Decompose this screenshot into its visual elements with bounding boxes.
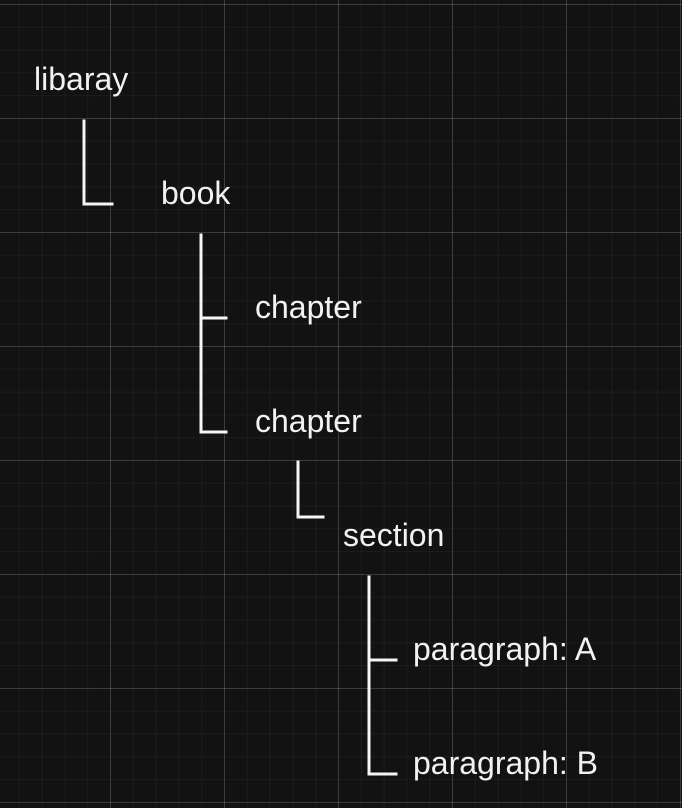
connector-book-chapter-1 <box>199 233 228 320</box>
node-book: book <box>161 175 231 211</box>
connector-book-chapter-2 <box>199 316 228 434</box>
connector-section-paragraph-a <box>367 575 398 662</box>
node-libaray: libaray <box>34 61 129 97</box>
node-section: section <box>343 517 445 553</box>
node-chapter-1: chapter <box>255 289 362 325</box>
connector-chapter-section <box>296 460 325 519</box>
connector-section-paragraph-b <box>367 658 398 776</box>
node-paragraph-b: paragraph: B <box>413 745 599 781</box>
node-chapter-2: chapter <box>255 403 362 439</box>
node-paragraph-a: paragraph: A <box>413 631 597 667</box>
connector-libaray-book <box>82 119 114 206</box>
